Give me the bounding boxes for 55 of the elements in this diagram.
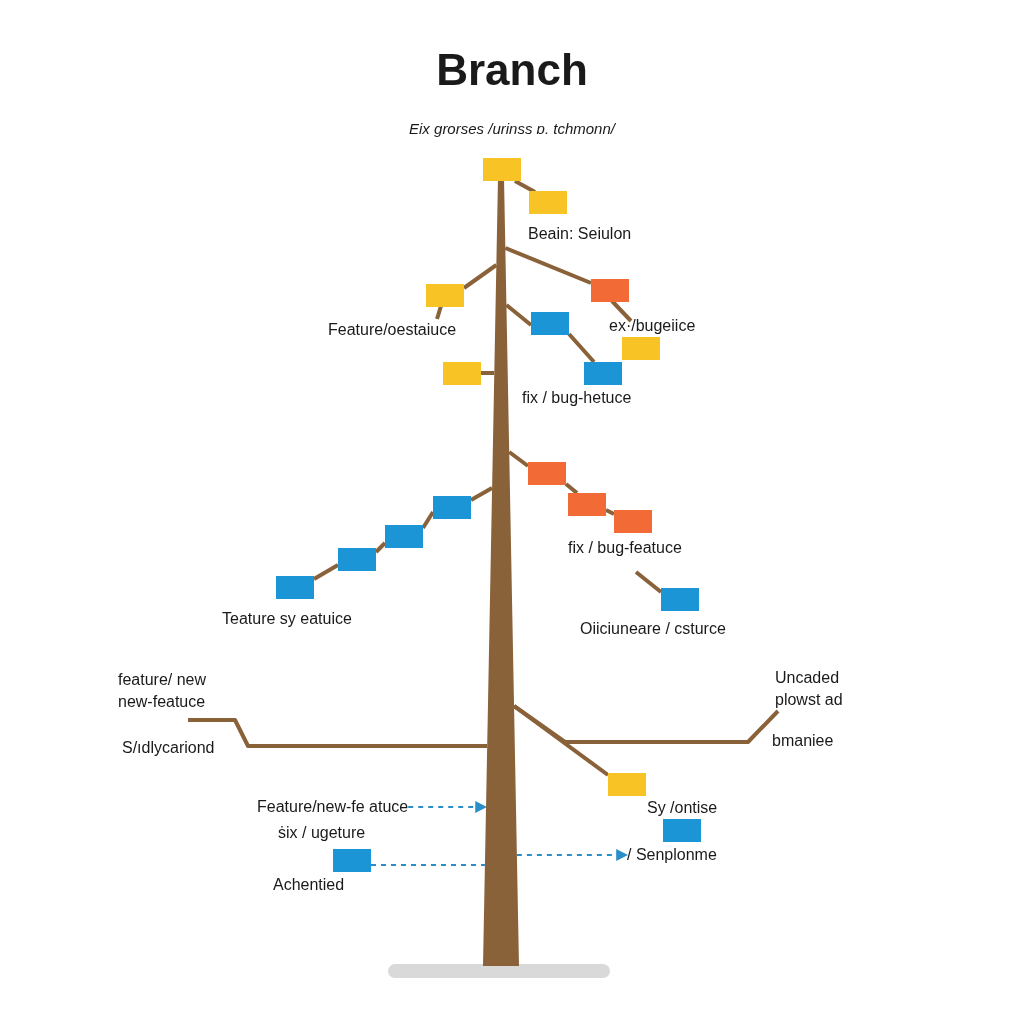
commit-box [276, 576, 314, 599]
branch-label: Feature/new-fe atuce [257, 796, 409, 818]
branch-line [634, 570, 663, 594]
commit-box [426, 284, 464, 307]
branch-label: ṡix / ugeture [278, 823, 366, 843]
branch-label: Teature sy eatuice [222, 609, 352, 629]
branch-label: Feature/oestaiuce [328, 319, 457, 341]
tree-trunk [483, 178, 519, 966]
branch-label: fix / bug-hetuce [522, 388, 632, 408]
branch-line [421, 510, 435, 530]
commit-box [483, 158, 521, 181]
branch-line [564, 482, 579, 495]
subtitle: Eix grorses /urinss ɒ. tchmonn/ [408, 119, 617, 139]
branch-label: ex·/bugeiice [609, 315, 696, 337]
commit-box [528, 462, 566, 485]
title: Branch [435, 44, 589, 96]
commit-box [622, 337, 660, 360]
branch-label: Beain: Seiulon [528, 224, 632, 244]
branch-line [567, 332, 596, 364]
branch-line [514, 179, 536, 194]
branch-line [512, 704, 610, 777]
commit-box [591, 279, 629, 302]
commit-box [333, 849, 371, 872]
branch-label: fix / bug-featuce [568, 538, 682, 558]
commit-box [584, 362, 622, 385]
commit-box [663, 819, 701, 842]
commit-box [614, 510, 652, 533]
branch-line [470, 486, 494, 502]
branch-label: feature/ new new-featuce [118, 670, 208, 712]
branch-line [504, 246, 592, 285]
branch-line [508, 450, 530, 468]
commit-box [433, 496, 471, 519]
commit-box [608, 773, 646, 796]
branch-line [505, 303, 533, 327]
commit-box [385, 525, 423, 548]
branch-label: S/ıdlycariond [122, 738, 215, 758]
branch-label: Sy /ontise [647, 798, 718, 818]
branch-label: Uncaded plowst ad [775, 667, 875, 711]
commit-box [338, 548, 376, 571]
branch-label: Achentied [273, 875, 345, 895]
branch-label: / Senplonme [627, 844, 717, 866]
branch-line [313, 563, 339, 581]
commit-box [568, 493, 606, 516]
dashed-arrow [407, 801, 488, 813]
branch-line [481, 371, 495, 375]
commit-box [529, 191, 567, 214]
commit-box [531, 312, 569, 335]
branch-line [435, 305, 443, 320]
branch-label: bmaniee [772, 731, 834, 751]
branch-label: Oiiciuneare / csturce [580, 619, 726, 639]
branch-line [188, 718, 488, 748]
dashed-arrow [515, 849, 629, 861]
commit-box [661, 588, 699, 611]
commit-box [443, 362, 481, 385]
dashed-line [370, 864, 486, 866]
